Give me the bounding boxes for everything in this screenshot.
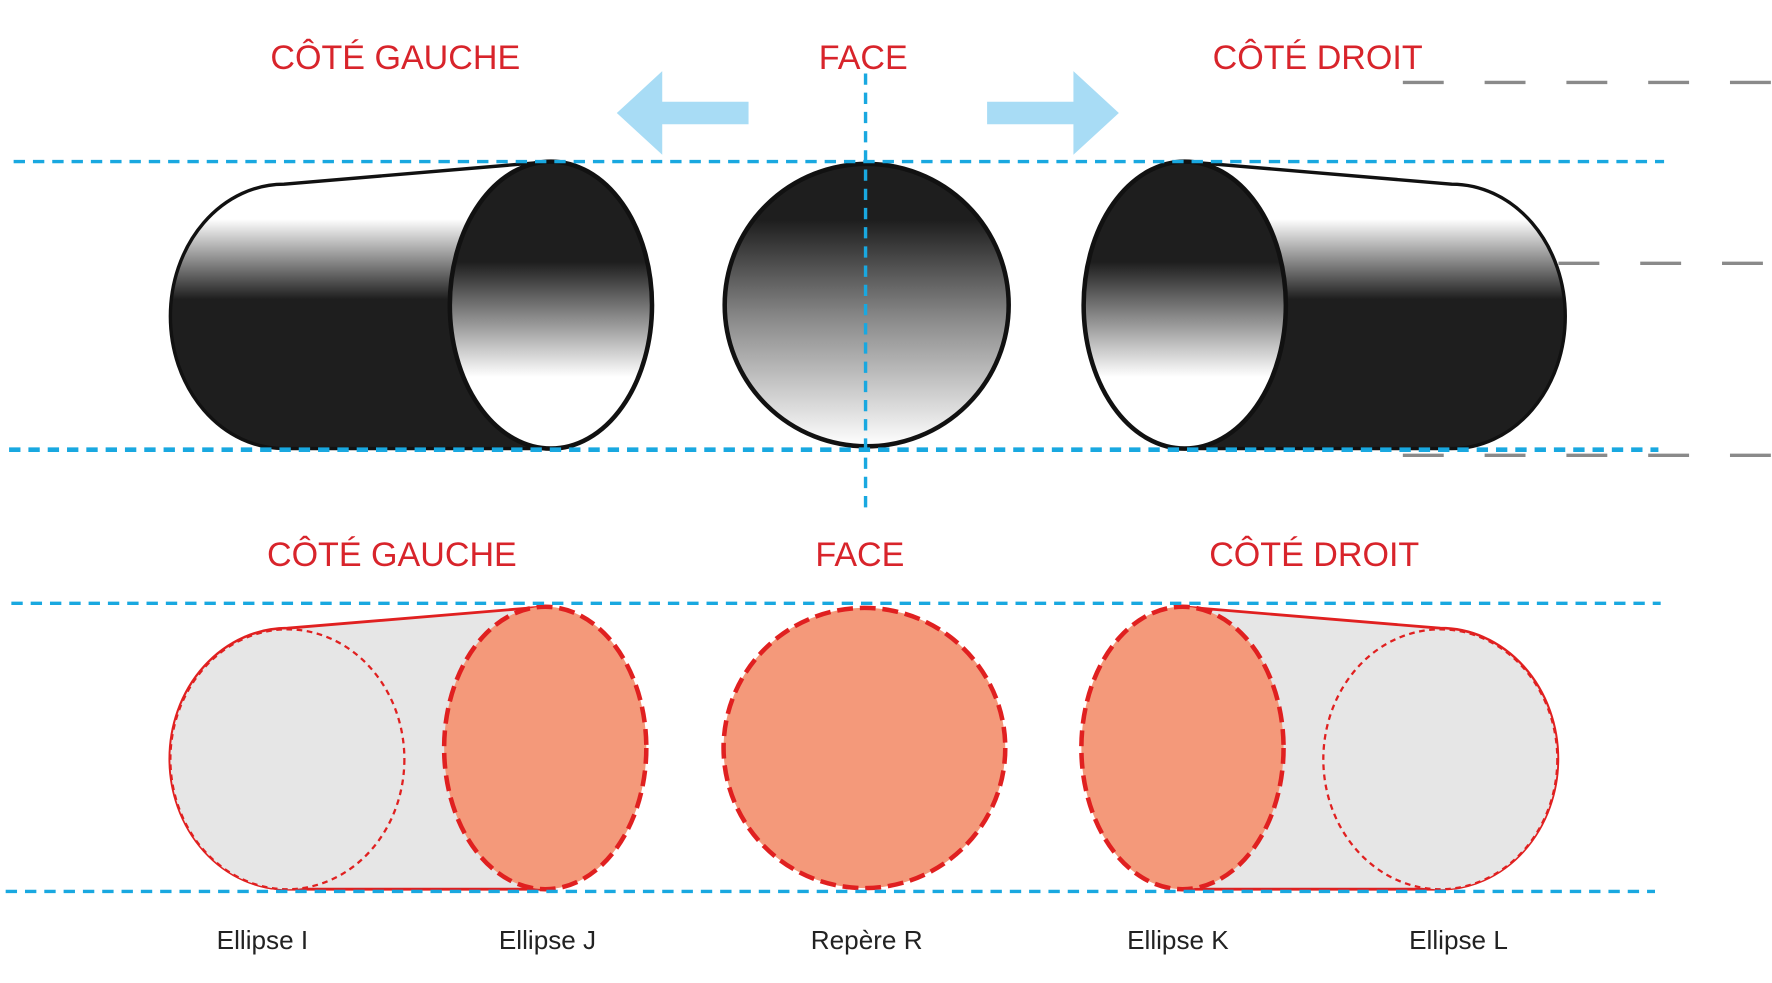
- right-cylinder-shaded: [1081, 159, 1567, 451]
- label-cote-droit-top: CÔTÉ DROIT: [1213, 39, 1423, 77]
- left-cylinder-outline: [168, 604, 649, 892]
- repere-r-circle: [721, 605, 1008, 891]
- caption-ellipse-j: Ellipse J: [499, 925, 596, 955]
- arrow-right-icon: [987, 71, 1119, 155]
- caption-repere-r: Repère R: [811, 925, 923, 955]
- caption-ellipse-l: Ellipse L: [1409, 925, 1508, 955]
- label-face-bottom: FACE: [815, 536, 904, 574]
- arrow-left-icon: [616, 71, 749, 155]
- label-face-top: FACE: [819, 39, 908, 77]
- ellipse-i: [169, 628, 406, 891]
- label-cote-gauche-top: CÔTÉ GAUCHE: [270, 39, 520, 77]
- caption-ellipse-i: Ellipse I: [217, 925, 308, 955]
- ellipse-j: [441, 604, 649, 892]
- caption-ellipse-k: Ellipse K: [1127, 925, 1229, 955]
- left-cylinder-shaded: [168, 159, 655, 451]
- label-cote-droit-bottom: CÔTÉ DROIT: [1209, 536, 1419, 574]
- label-cote-gauche-bottom: CÔTÉ GAUCHE: [267, 536, 517, 574]
- ellipse-k: [1079, 604, 1286, 892]
- right-cylinder-outline: [1079, 604, 1560, 892]
- ellipse-l: [1322, 628, 1559, 891]
